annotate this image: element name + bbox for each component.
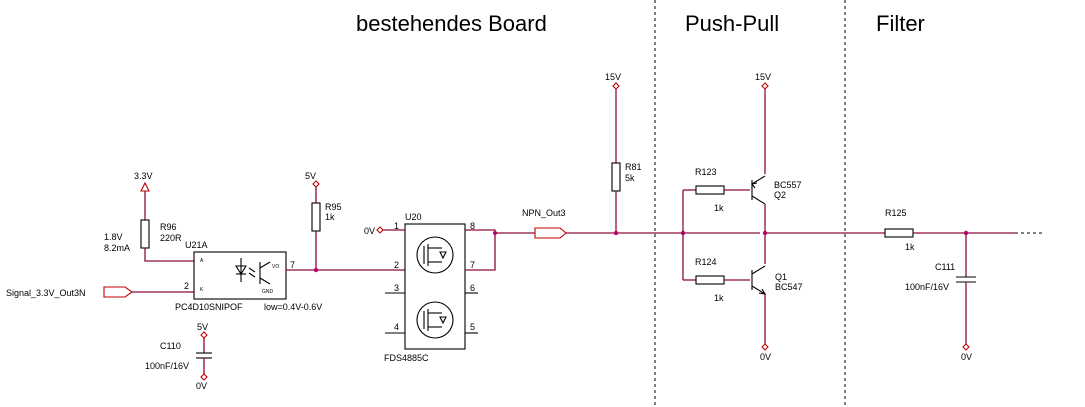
upper-fet-icon (416, 236, 454, 274)
opto-light-arrow (248, 267, 256, 273)
junction-dot (613, 230, 619, 236)
section-title-pushpull: Push-Pull (685, 11, 779, 36)
svg-text:7: 7 (470, 260, 475, 270)
svg-text:4: 4 (394, 322, 399, 332)
svg-text:6: 6 (470, 283, 475, 293)
wire-r96-opto (144, 248, 194, 262)
r81-value: 5k (625, 173, 635, 183)
rail-3v3-label: 3.3V (134, 171, 153, 181)
c111-gnd-label: 0V (961, 352, 972, 362)
resistor-r81 (611, 162, 621, 192)
lower-fet-icon (416, 301, 454, 339)
opto-pin2: 2 (184, 281, 189, 291)
opto-output-level: low=0.4V-0.6V (264, 302, 322, 312)
r125-ref: R125 (885, 208, 907, 218)
r125-value: 1k (905, 242, 915, 252)
q1-gnd-label: 0V (760, 352, 771, 362)
svg-text:VO: VO (272, 264, 279, 270)
wire-mosfet-drain (465, 229, 496, 271)
led-voltage-note: 1.8V (104, 232, 123, 242)
rail-3v3-symbol (140, 181, 150, 192)
r81-ref: R81 (625, 162, 642, 172)
r96-value: 220R (160, 233, 182, 243)
mosfet-part-number: FDS4885C (384, 353, 429, 363)
input-port-symbol (103, 286, 133, 298)
resistor-r95 (311, 202, 321, 232)
r95-value: 1k (325, 212, 335, 222)
c110-gnd-symbol (200, 373, 208, 381)
c110-gnd-label: 0V (196, 381, 207, 391)
junction-dot (313, 267, 319, 273)
opto-pin7: 7 (290, 260, 295, 270)
q1-ref: Q1 (775, 272, 787, 282)
q2-type: BC557 (774, 180, 802, 190)
c111-gnd-symbol (962, 343, 970, 351)
r81-rail-symbol (612, 82, 620, 90)
resistor-r125 (884, 228, 914, 238)
net-npn-out-label: NPN_Out3 (522, 208, 566, 218)
r124-ref: R124 (695, 257, 717, 267)
r124-value: 1k (714, 293, 724, 303)
mosfet-ref: U20 (405, 212, 422, 222)
r96-ref: R96 (160, 222, 177, 232)
svg-text:5: 5 (470, 322, 475, 332)
r123-ref: R123 (695, 167, 717, 177)
net-port-symbol (534, 227, 567, 239)
resistor-r123 (695, 185, 725, 195)
svg-text:1: 1 (394, 221, 399, 231)
c111-ref: C111 (935, 262, 955, 272)
c110-value: 100nF/16V (145, 361, 189, 371)
r123-value: 1k (714, 203, 724, 213)
svg-text:A: A (200, 258, 204, 264)
resistor-r124 (695, 275, 725, 285)
q2-rail-label: 15V (755, 72, 771, 82)
r95-ref: R95 (325, 202, 342, 212)
opto-part-number: PC4D10SNIPOF (175, 302, 243, 312)
resistor-r96 (140, 219, 150, 249)
mosfet-u20 (404, 223, 466, 350)
led-current-note: 8.2mA (104, 243, 130, 253)
svg-text:K: K (200, 287, 204, 293)
c111-value: 100nF/16V (905, 282, 949, 292)
r95-rail-symbol (312, 180, 320, 188)
svg-text:3: 3 (394, 283, 399, 293)
svg-text:8: 8 (470, 221, 475, 231)
section-title-board: bestehendes Board (356, 11, 547, 36)
mosfet-gnd-label: 0V (364, 226, 375, 236)
c110-rail-symbol (200, 331, 208, 339)
q2-rail-symbol (761, 82, 769, 90)
section-title-filter: Filter (876, 11, 925, 36)
svg-text:GND: GND (262, 289, 274, 295)
c110-rail-label: 5V (197, 322, 208, 332)
svg-text:2: 2 (394, 260, 399, 270)
mosfet-gnd-symbol (376, 226, 384, 234)
r95-rail-label: 5V (305, 171, 316, 181)
opto-ref: U21A (185, 240, 208, 250)
signal-input-label: Signal_3.3V_Out3N (6, 288, 86, 298)
optocoupler-u21a (193, 251, 287, 300)
r81-rail-label: 15V (605, 72, 621, 82)
q2-ref: Q2 (774, 190, 786, 200)
c110-ref: C110 (160, 341, 181, 351)
q1-type: BC547 (775, 282, 803, 292)
q1-gnd-symbol (761, 343, 769, 351)
